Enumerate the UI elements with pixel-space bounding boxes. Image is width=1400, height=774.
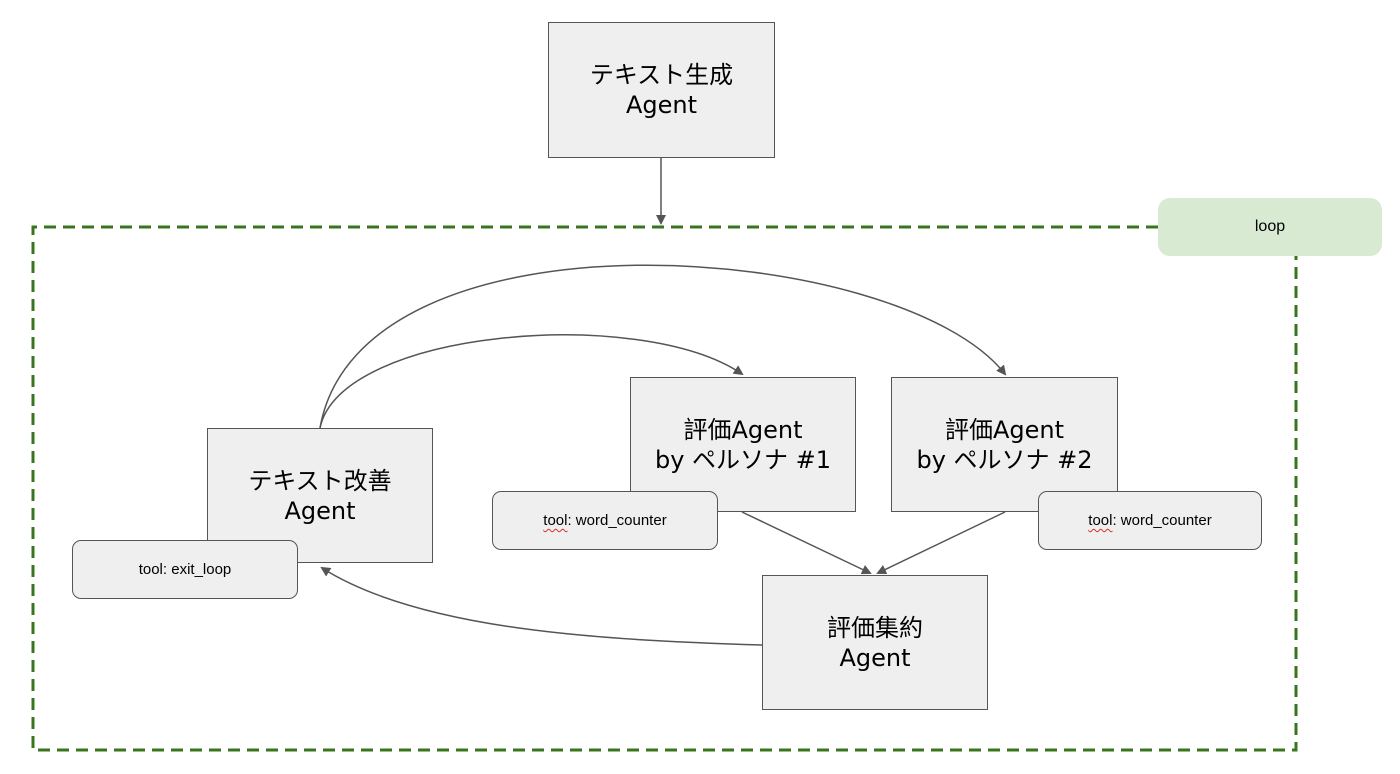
edge-improve-to-eval2 [319, 264, 1007, 429]
loop-label: loop [1158, 198, 1382, 256]
node-text-improvement-agent[interactable]: テキスト改善 Agent [207, 428, 433, 563]
loop-boundary [31, 225, 1298, 752]
tool-word-counter-1-prefix: tool [543, 512, 568, 529]
node-eval-agent-persona-2[interactable]: 評価Agent by ペルソナ #2 [891, 377, 1118, 512]
node-eval-aggregation-agent[interactable]: 評価集約 Agent [762, 575, 988, 710]
node-eval2-subtitle: by ペルソナ #2 [916, 445, 1093, 474]
node-text-generation-agent[interactable]: テキスト生成 Agent [548, 22, 775, 158]
node-text-improvement-subtitle: Agent [284, 496, 356, 525]
tool-word-counter-1-label: : word_counter [567, 512, 667, 529]
edge-aggregate-to-improve [320, 566, 763, 646]
tool-word-counter-1[interactable]: tool: word_counter [492, 491, 718, 550]
loop-label-text: loop [1254, 218, 1286, 235]
node-text-generation-subtitle: Agent [625, 91, 698, 119]
edge-eval1-to-aggregate [741, 511, 872, 575]
node-aggregate-title: 評価集約 [827, 613, 923, 642]
tool-exit-loop-label: : exit_loop [162, 561, 232, 578]
node-text-improvement-title: テキスト改善 [248, 466, 392, 495]
node-text-generation-title: テキスト生成 [589, 61, 734, 89]
edge-eval2-to-aggregate [876, 511, 1006, 575]
node-eval1-title: 評価Agent [683, 415, 803, 444]
node-eval-agent-persona-1[interactable]: 評価Agent by ペルソナ #1 [630, 377, 856, 512]
tool-exit-loop[interactable]: tool: exit_loop [72, 540, 298, 599]
node-eval2-title: 評価Agent [944, 415, 1065, 444]
tool-word-counter-2-label: : word_counter [1112, 512, 1212, 529]
tool-exit-loop-prefix: tool [138, 561, 163, 578]
edge-improve-to-eval1 [319, 334, 744, 429]
node-aggregate-subtitle: Agent [839, 643, 911, 672]
tool-word-counter-2-prefix: tool [1088, 512, 1113, 529]
tool-word-counter-2[interactable]: tool: word_counter [1038, 491, 1262, 550]
node-eval1-subtitle: by ペルソナ #1 [654, 445, 832, 474]
